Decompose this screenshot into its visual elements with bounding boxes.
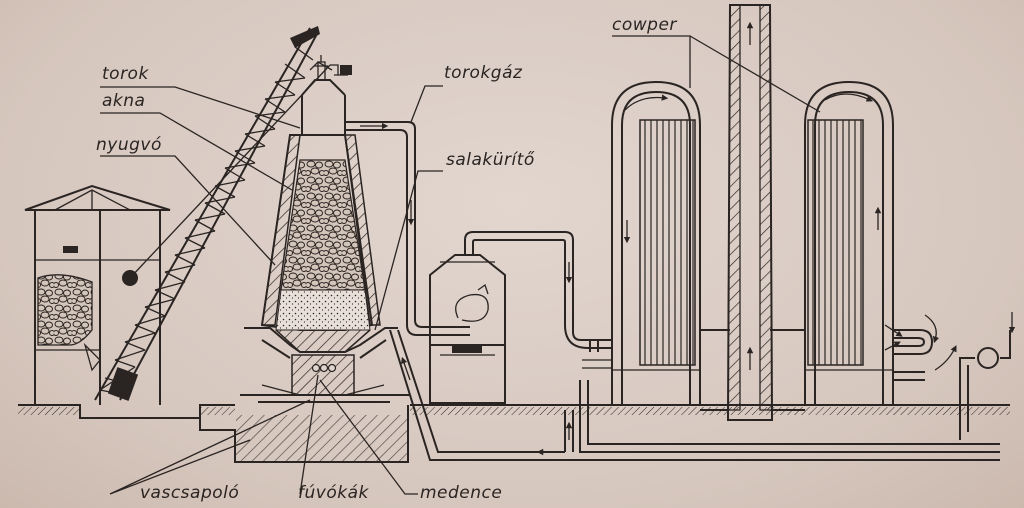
label-torok: torok: [102, 64, 149, 84]
label-cowper: cowper: [612, 15, 677, 35]
label-salakurito: salakürítő: [446, 150, 535, 170]
skip-hoist: [94, 26, 352, 401]
label-fuvokak: fúvókák: [298, 483, 369, 503]
blast-furnace: [240, 55, 410, 403]
ore-storage-building: [24, 184, 171, 405]
dust-catcher: [429, 254, 506, 404]
clean-gas-pipe: [389, 231, 1000, 461]
cowper-stove-1: [611, 80, 701, 405]
label-nyugvo: nyugvó: [96, 135, 162, 155]
cowper-stove-2: [804, 80, 894, 405]
label-medence: medence: [420, 483, 502, 503]
leader-lines: [100, 35, 821, 495]
ground: [18, 404, 1010, 463]
cold-blast-inlet: [884, 312, 1016, 440]
label-torokgaz: torokgáz: [444, 63, 523, 83]
gas-duct: [345, 121, 470, 336]
label-akna: akna: [102, 91, 145, 111]
chimney: [700, 4, 805, 421]
label-vascsapolo: vascsapoló: [140, 483, 239, 503]
